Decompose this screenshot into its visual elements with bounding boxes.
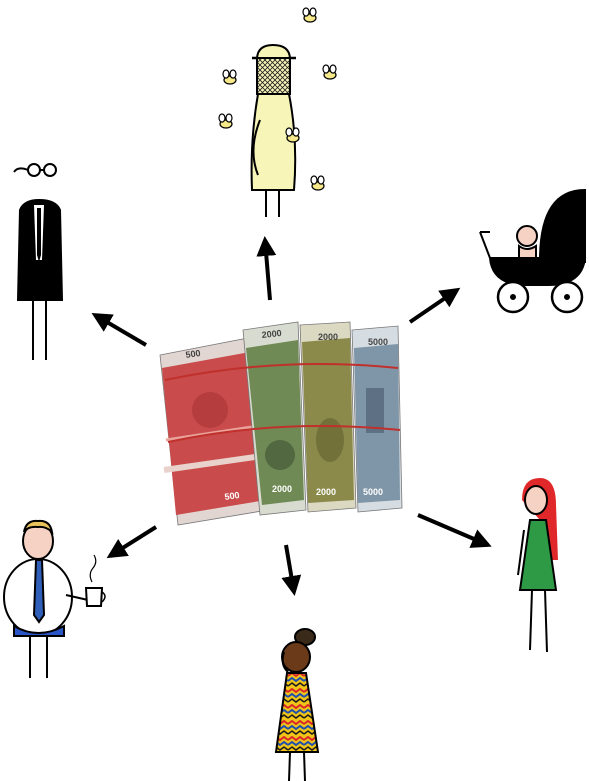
arrow-to-redhead	[418, 515, 488, 545]
bee-icon	[311, 176, 324, 190]
bee-icon	[219, 114, 232, 128]
money-stack-2-label: 2000	[261, 328, 282, 340]
baby-in-pram-figure	[480, 190, 585, 312]
glasses-icon	[14, 164, 56, 176]
baby-head-icon	[517, 226, 537, 246]
necktie-icon	[34, 560, 44, 622]
red-haired-woman-figure	[518, 478, 558, 652]
money-stack-1-label: 500	[185, 348, 201, 360]
money-bundles: 500 500 2000 2000 2000 2000 5000 5000	[160, 322, 402, 525]
necktie-icon	[37, 208, 41, 262]
money-stack-4-label: 5000	[368, 337, 388, 347]
money-stack-2-label-bottom: 2000	[272, 484, 292, 494]
arrow-to-patterned-woman	[286, 545, 294, 592]
pram-basket	[490, 258, 585, 285]
bee-icon	[323, 65, 336, 79]
arrow-to-beekeeper	[265, 240, 270, 300]
money-stack-1-label-bottom: 500	[224, 490, 240, 502]
patterned-dress-icon	[276, 673, 318, 752]
money-stack-3: 2000 2000	[300, 322, 356, 512]
money-stack-4: 5000 5000	[352, 326, 402, 512]
arrow-to-baby	[410, 290, 457, 322]
bee-icon	[223, 70, 236, 84]
patterned-dress-woman-figure	[276, 629, 318, 781]
arrow-to-suit-man	[95, 315, 146, 345]
steam-icon	[90, 555, 96, 582]
money-stack-3-label-bottom: 2000	[316, 487, 336, 497]
money-stack-3-label: 2000	[318, 332, 338, 342]
bee-veil-icon	[257, 58, 290, 94]
bee-icon	[303, 8, 316, 22]
pram-hood-icon	[540, 190, 585, 262]
arrow-to-office-man	[110, 527, 156, 556]
money-stack-4-label-bottom: 5000	[363, 487, 383, 497]
office-man-figure	[4, 521, 105, 678]
coffee-mug-icon	[86, 588, 102, 606]
woman-face	[525, 486, 547, 514]
suit-man-figure	[14, 164, 62, 360]
woman-face	[282, 642, 310, 672]
